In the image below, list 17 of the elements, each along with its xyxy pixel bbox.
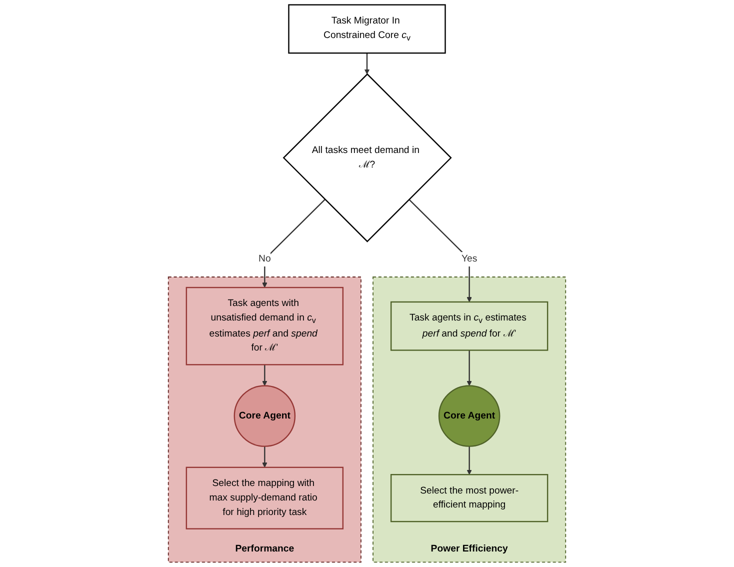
arrow bbox=[408, 199, 472, 302]
arrow bbox=[262, 446, 268, 468]
node-box: Select the mapping with max supply-demand ratio for high priority task bbox=[186, 466, 344, 530]
node-box: Task agents in c$_{v}$ estimates perf and spend for ℳ’ bbox=[390, 301, 548, 351]
node-diamond: All tasks meet demand in ℳ? bbox=[282, 73, 452, 242]
arrow bbox=[466, 446, 472, 475]
arrow bbox=[466, 350, 472, 386]
edge-label: Yes bbox=[461, 254, 478, 264]
node-box: Select the most power-efficient mapping bbox=[390, 474, 548, 522]
node-circle: Core Agent bbox=[438, 385, 500, 447]
node-box: Task Migrator In Constrained Core c$_{v}$ bbox=[288, 4, 446, 54]
arrow bbox=[262, 364, 268, 386]
arrow bbox=[262, 199, 326, 288]
node-circle: Core Agent bbox=[234, 385, 296, 447]
arrow bbox=[364, 53, 370, 74]
edge-label: No bbox=[258, 254, 271, 264]
node-box: Task agents with unsatisfied demand in c$_{v}$ estimates perf and spend for ℳ’ bbox=[186, 286, 344, 366]
